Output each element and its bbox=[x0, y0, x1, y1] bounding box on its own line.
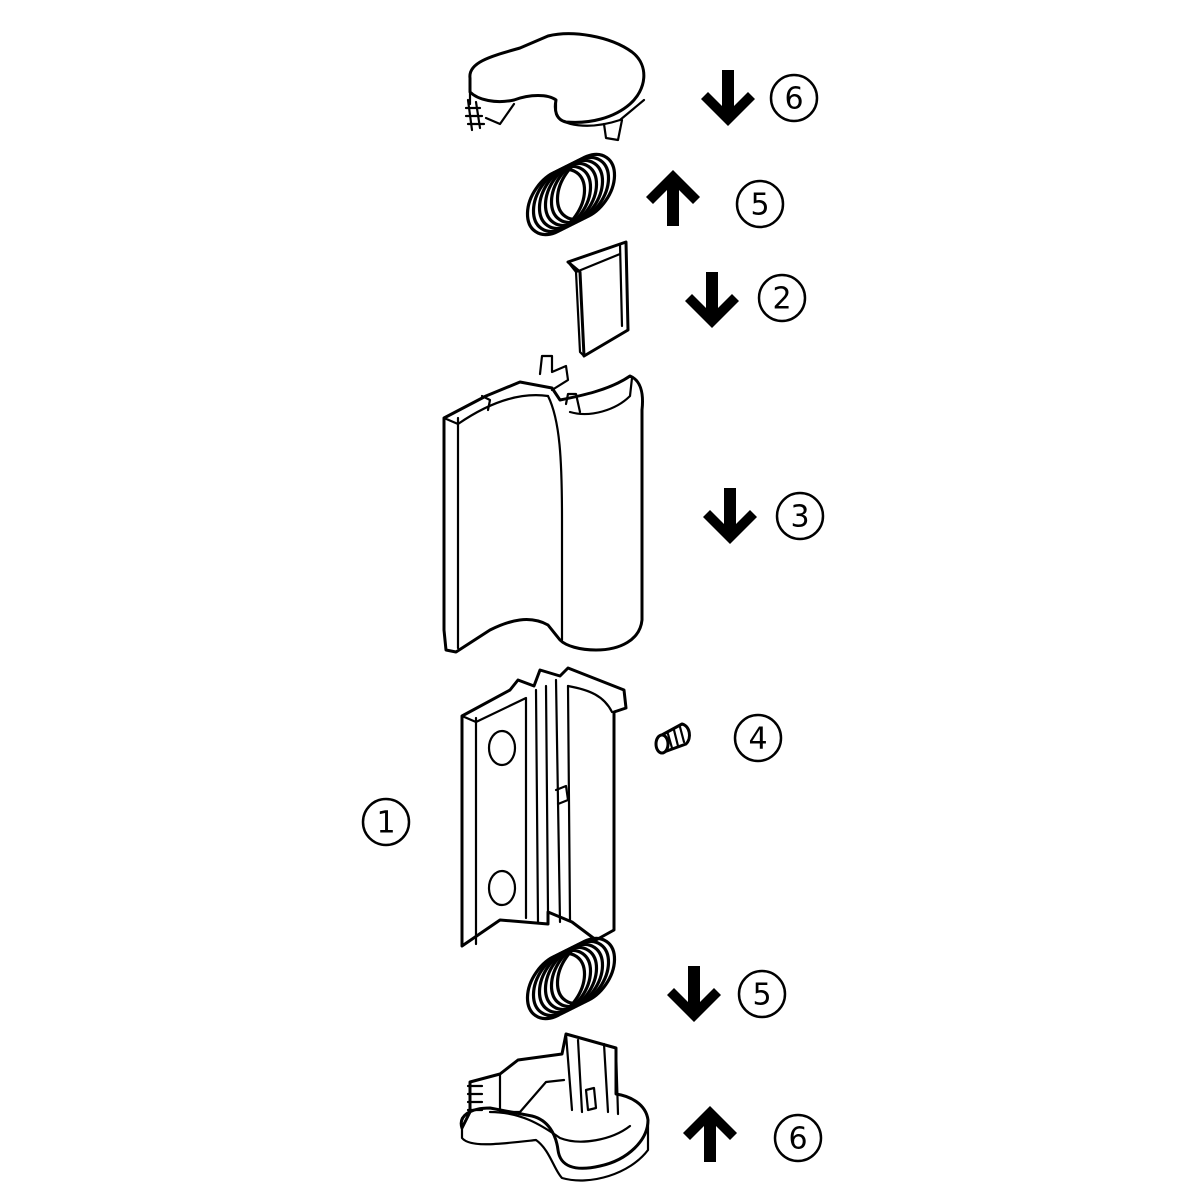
arrow-down-icon bbox=[701, 70, 755, 126]
callout-label: 6 bbox=[784, 82, 803, 117]
handle-base bbox=[460, 666, 628, 948]
grub-screw bbox=[654, 722, 691, 755]
top-end-cap bbox=[464, 32, 646, 142]
arrow-down-icon bbox=[703, 488, 757, 544]
callout-step-2: 2 bbox=[757, 273, 807, 323]
arrow-up-icon bbox=[646, 170, 700, 226]
callout-label: 5 bbox=[750, 188, 769, 223]
handle-grip bbox=[442, 354, 644, 654]
callout-step-4: 4 bbox=[733, 713, 783, 763]
callout-label: 6 bbox=[788, 1122, 807, 1157]
callout-step-6-bottom: 6 bbox=[773, 1113, 823, 1163]
callout-step-5-bottom: 5 bbox=[737, 969, 787, 1019]
callout-label: 5 bbox=[752, 978, 771, 1013]
bottom-spring bbox=[525, 936, 617, 1021]
callout-part-1: 1 bbox=[361, 797, 411, 847]
callout-step-6-top: 6 bbox=[769, 73, 819, 123]
callout-step-3: 3 bbox=[775, 491, 825, 541]
arrow-up-icon bbox=[683, 1106, 737, 1162]
callout-label: 2 bbox=[772, 282, 791, 317]
bottom-end-cap bbox=[459, 1032, 650, 1182]
callout-label: 4 bbox=[748, 722, 767, 757]
callout-step-5-top: 5 bbox=[735, 179, 785, 229]
arrow-down-icon bbox=[685, 272, 739, 328]
insert-clip bbox=[566, 240, 630, 358]
callout-label: 1 bbox=[376, 806, 395, 841]
arrow-down-icon bbox=[667, 966, 721, 1022]
callout-label: 3 bbox=[790, 500, 809, 535]
top-spring bbox=[525, 152, 617, 237]
